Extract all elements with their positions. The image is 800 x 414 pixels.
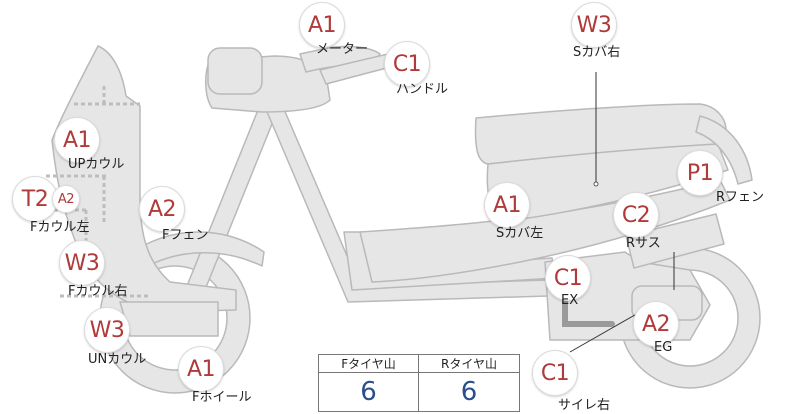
badge-un-cowl[interactable]: W3 bbox=[84, 307, 130, 353]
rear-shock bbox=[625, 213, 725, 269]
badge-f-wheel[interactable]: A1 bbox=[178, 346, 224, 392]
badge-ex[interactable]: C1 bbox=[545, 255, 591, 301]
under-cowl bbox=[119, 301, 219, 337]
badge-silencer-r[interactable]: C1 bbox=[532, 350, 578, 396]
label-un-cowl: UNカウル bbox=[88, 352, 147, 367]
value-front-tire: 6 bbox=[319, 373, 419, 411]
label-s-cover-r: Sカバ右 bbox=[573, 45, 621, 60]
headlight bbox=[207, 47, 263, 95]
label-ex: EX bbox=[561, 293, 579, 308]
label-f-wheel: Fホイール bbox=[192, 390, 252, 405]
header-front-tire: Fタイヤ山 bbox=[319, 355, 419, 373]
label-r-fender: Rフェン bbox=[716, 190, 765, 205]
badge-s-cover-l[interactable]: A1 bbox=[484, 182, 530, 228]
label-meter: メーター bbox=[316, 42, 369, 57]
label-f-cowl-r: Fカウル右 bbox=[68, 284, 128, 299]
label-f-fender: Fフェン bbox=[162, 228, 209, 243]
badge-f-cowl-r[interactable]: W3 bbox=[59, 240, 105, 286]
tire-tread-table: Fタイヤ山 Rタイヤ山 6 6 bbox=[318, 354, 520, 412]
label-r-sus: Rサス bbox=[626, 236, 661, 251]
front-fender-shape bbox=[119, 231, 265, 277]
label-handle: ハンドル bbox=[396, 82, 449, 97]
rear-fender-shape bbox=[695, 115, 753, 185]
badge-up-cowl[interactable]: A1 bbox=[54, 117, 100, 163]
label-s-cover-l: Sカバ左 bbox=[496, 226, 544, 241]
label-f-cowl-l: Fカウル左 bbox=[30, 220, 90, 235]
badge-r-fender[interactable]: P1 bbox=[677, 150, 723, 196]
badge-f-cowl-l[interactable]: T2 bbox=[12, 176, 58, 222]
value-rear-tire: 6 bbox=[460, 377, 478, 407]
badge-eg[interactable]: A2 bbox=[633, 301, 679, 347]
label-silencer-r: サイレ右 bbox=[558, 398, 611, 413]
label-eg: EG bbox=[654, 340, 673, 355]
header-rear-tire: Rタイヤ山 bbox=[419, 355, 519, 373]
badge-r-sus[interactable]: C2 bbox=[613, 192, 659, 238]
badge-f-fender[interactable]: A2 bbox=[139, 186, 185, 232]
badge-meter[interactable]: A1 bbox=[299, 2, 345, 48]
badge-handle[interactable]: C1 bbox=[384, 41, 430, 87]
label-up-cowl: UPカウル bbox=[68, 157, 125, 172]
badge-s-cover-r[interactable]: W3 bbox=[571, 2, 617, 48]
badge-f-cowl-l-sub[interactable]: A2 bbox=[52, 185, 80, 213]
